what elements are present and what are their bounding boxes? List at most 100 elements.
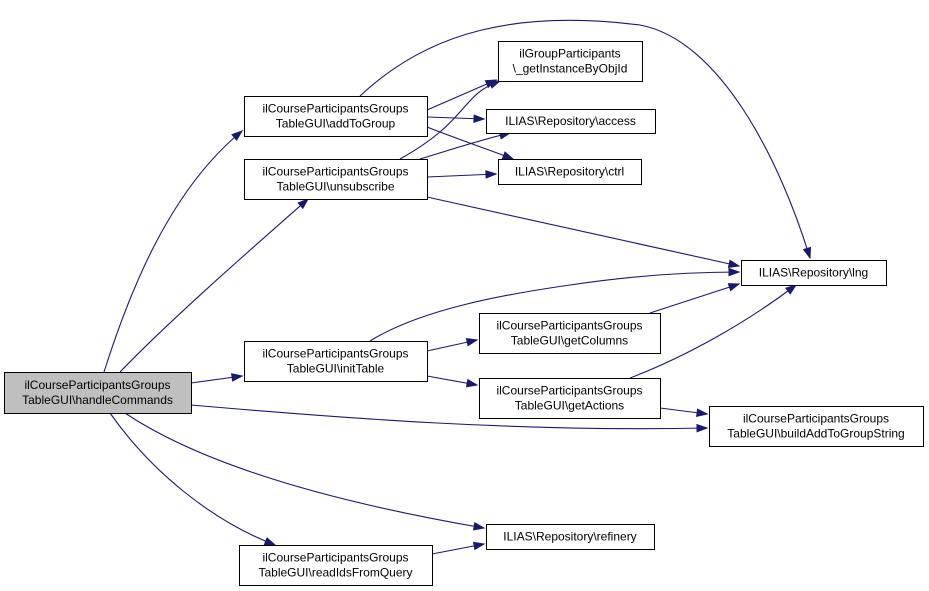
node-box [244,341,428,382]
edge-arrowhead [263,537,277,546]
node-label-line: ilCourseParticipantsGroups [24,378,170,392]
node-access[interactable]: ILIAS\Repository\access [486,109,656,134]
node-label-line: TableGUI\getColumns [511,334,628,348]
edge-handleCommands-to-addToGroup [103,130,244,373]
edge-addToGroup-to-lng [359,19,812,260]
edge-line [399,80,501,160]
node-ctrl[interactable]: ILIAS\Repository\ctrl [498,159,642,185]
edge-handleCommands-to-buildAddToGroupString [190,404,709,433]
edge-getActions-to-lng [629,284,798,379]
edge-handleCommands-to-initTable [190,373,244,384]
edge-arrowhead [802,246,812,260]
edge-arrowhead [727,259,741,268]
edge-getActions-to-buildAddToGroupString [659,407,709,417]
node-box [741,260,887,286]
node-label-line: \_getInstanceByObjId [513,62,628,76]
node-label-line: ILIAS\Repository\ctrl [515,165,624,179]
edge-arrowhead [728,267,741,277]
node-addToGroup[interactable]: ilCourseParticipantsGroupsTableGUI\addTo… [244,96,428,137]
edge-line [119,198,309,373]
edge-line [426,196,740,267]
edge-arrowhead [501,151,515,160]
edge-line [359,19,811,259]
node-initTable[interactable]: ilCourseParticipantsGroupsTableGUI\initT… [244,341,428,382]
edge-unsubscribe-to-getInstanceByObjId [399,80,502,160]
node-box [244,96,428,137]
edge-arrowhead [465,338,479,347]
edge-arrowhead [696,408,709,417]
node-lng[interactable]: ILIAS\Repository\lng [741,260,887,286]
node-label-line: ilCourseParticipantsGroups [496,319,642,333]
node-label-line: TableGUI\getActions [515,399,624,413]
edge-arrowhead [485,170,498,179]
edge-arrowhead [231,373,244,382]
edge-line [649,283,740,314]
node-label-line: ilCourseParticipantsGroups [262,347,408,361]
edge-addToGroup-to-ctrl [426,126,515,160]
node-unsubscribe[interactable]: ilCourseParticipantsGroupsTableGUI\unsub… [244,159,428,200]
node-box [498,41,643,82]
node-label-line: ilGroupParticipants [519,47,620,61]
node-label-line: ilCourseParticipantsGroups [496,384,642,398]
node-refinery[interactable]: ILIAS\Repository\refinery [486,524,655,550]
edge-arrowhead [465,378,479,388]
node-readIdsFromQuery[interactable]: ilCourseParticipantsGroupsTableGUI\readI… [239,545,433,586]
node-label-line: ilCourseParticipantsGroups [262,551,408,565]
edge-line [629,284,797,379]
edge-unsubscribe-to-lng [426,196,741,268]
node-label-line: TableGUI\handleCommands [22,393,173,407]
node-box [486,109,656,134]
node-label-line: TableGUI\initTable [287,362,385,376]
node-getActions[interactable]: ilCourseParticipantsGroupsTableGUI\getAc… [479,378,661,419]
node-label-line: TableGUI\unsubscribe [276,180,394,194]
edge-arrowhead [727,283,741,292]
node-box [244,159,428,200]
edge-getColumns-to-lng [649,283,741,314]
edge-unsubscribe-to-ctrl [426,170,498,179]
edge-line [190,404,708,430]
edge-line [426,79,497,111]
edge-line [369,271,740,342]
node-label-line: TableGUI\buildAddToGroupString [727,427,904,441]
node-label-line: ilCourseParticipantsGroups [743,412,889,426]
edge-initTable-to-getColumns [426,338,479,352]
node-box [239,545,433,586]
node-label-line: ilCourseParticipantsGroups [262,165,408,179]
edge-arrowhead [231,130,244,142]
edge-arrowhead [473,114,486,123]
edge-initTable-to-lng [369,267,741,342]
edge-arrowhead [472,541,486,551]
node-buildAddToGroupString[interactable]: ilCourseParticipantsGroupsTableGUI\build… [709,406,924,447]
edge-arrowhead [488,80,502,89]
edge-handleCommands-to-unsubscribe [119,198,310,373]
node-box [479,378,661,419]
node-getColumns[interactable]: ilCourseParticipantsGroupsTableGUI\getCo… [479,313,661,354]
node-getInstanceByObjId[interactable]: ilGroupParticipants\_getInstanceByObjId [498,41,643,82]
edge-initTable-to-getActions [426,375,479,388]
edge-unsubscribe-to-access [419,131,512,160]
node-box [498,159,642,185]
edge-addToGroup-to-getInstanceByObjId [426,79,498,111]
node-label-line: ILIAS\Repository\refinery [503,530,636,544]
edge-arrowhead [785,284,798,295]
node-handleCommands[interactable]: ilCourseParticipantsGroupsTableGUI\handl… [4,372,192,414]
edge-addToGroup-to-access [426,114,486,123]
edge-handleCommands-to-refinery [124,412,486,531]
node-box [486,524,655,550]
node-label-line: TableGUI\readIdsFromQuery [258,566,412,580]
node-box [709,406,924,447]
node-label-line: ILIAS\Repository\access [505,114,636,128]
edge-arrowhead [696,423,709,433]
node-box [479,313,661,354]
edge-line [109,412,276,546]
edge-readIdsFromQuery-to-refinery [431,541,486,555]
node-label-line: TableGUI\addToGroup [276,117,396,131]
edge-arrowhead [297,198,310,210]
edge-arrowhead [472,521,486,531]
node-label-line: ILIAS\Repository\lng [759,266,868,280]
edge-handleCommands-to-readIdsFromQuery [109,412,277,546]
node-label-line: ilCourseParticipantsGroups [262,102,408,116]
edge-line [124,412,485,529]
edge-line [103,130,243,373]
